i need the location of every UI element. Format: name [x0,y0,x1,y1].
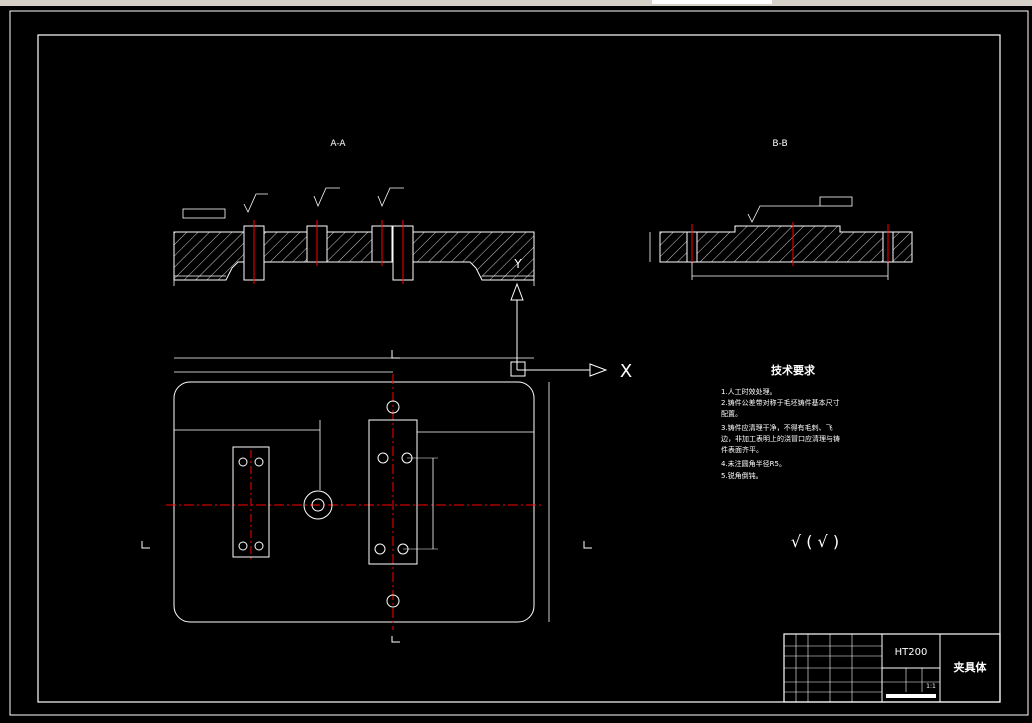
tech-req-line-6: 件表面齐平。 [721,445,763,454]
left-slot-plate [232,446,270,558]
top-hole [386,400,400,414]
bottom-hole [386,594,400,608]
section-aa-view: A-A [173,139,535,286]
aa-roughness-symbol-3 [377,187,404,208]
tech-req-line-8: 5.锐角倒钝。 [721,471,763,480]
cut-marker-bottom [391,636,400,643]
aa-roughness-symbol-1 [243,193,268,213]
outer-frame [9,10,1029,716]
tech-req-line-7: 4.未注圆角半径R5。 [721,459,786,468]
ucs-x-label: X [620,361,632,382]
right-plate [368,419,418,565]
tech-requirements: 技术要求 1.人工时效处理。 2.铸件公差带对称于毛坯铸件基本尺寸 配置。 3.… [721,363,840,551]
ucs-origin-box [510,361,526,377]
tech-req-line-2: 2.铸件公差带对称于毛坯铸件基本尺寸 [721,398,840,407]
tb-part-name: 夹具体 [954,660,988,674]
right-hole-3 [374,543,386,555]
bb-roughness-symbol [747,205,820,223]
tech-req-line-3: 配置。 [721,410,742,418]
roughness-note: √ ( √ ) [791,532,839,551]
tech-req-line-1: 1.人工时效处理。 [721,387,777,396]
left-hole-3 [238,541,248,551]
ucs-y-arrow [510,282,524,301]
title-block: HT200 夹具体 1:1 [783,633,1001,703]
right-hole-1 [377,452,389,464]
tb-material: HT200 [895,647,928,658]
section-bb-view: B-B [649,139,913,280]
section-bb-body [659,225,913,263]
cut-marker-top [391,350,400,359]
aa-tolerance-frame [182,208,226,219]
plan-view [141,350,592,643]
tech-requirements-title: 技术要求 [771,363,816,377]
tech-req-line-4: 3.铸件应清理干净，不得有毛刺、飞 [721,423,833,432]
bb-tolerance-frame [819,196,853,207]
cut-marker-left [141,541,150,549]
left-hole-4 [254,541,264,551]
ucs-y-label: Y [513,257,522,271]
plan-outline [173,381,535,623]
tb-scale: 1:1 [926,683,936,690]
toolbar-strip [0,0,1032,6]
center-boss-outer [303,490,333,520]
ucs-x-arrow [589,363,608,377]
aa-roughness-symbol-2 [313,187,340,208]
toolbar-field[interactable] [652,0,772,4]
tb-stripe [886,694,936,698]
left-hole-1 [238,457,248,467]
ucs-axis-icon: X Y [510,257,632,382]
left-hole-2 [254,457,264,467]
inner-frame [37,34,1001,703]
section-aa-body [173,231,535,281]
cut-marker-right [583,541,592,549]
tech-req-line-5: 边，非加工表明上的浇冒口应清理与铸 [721,434,840,443]
section-bb-label: B-B [772,139,787,149]
section-aa-label: A-A [330,139,346,149]
center-boss-inner [311,498,325,512]
